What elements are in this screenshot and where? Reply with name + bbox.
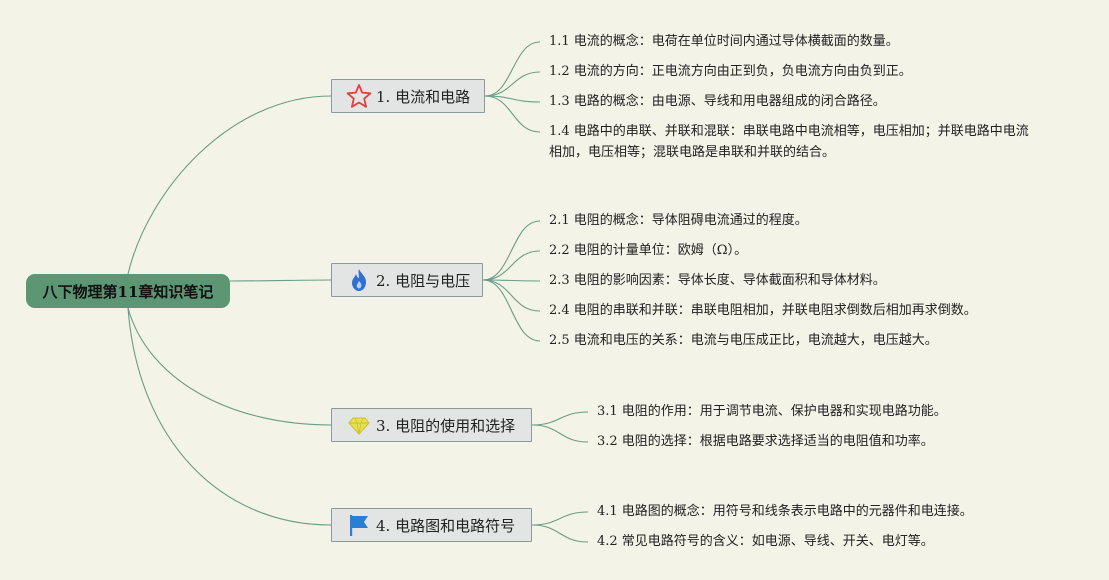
- link-branch-2-leaf-4: [482, 279, 541, 312]
- leaf-2-2[interactable]: 2.2 电阻的计量单位：欧姆（Ω）。: [549, 243, 748, 258]
- root-topic-label: 八下物理第11章知识笔记: [42, 282, 214, 301]
- branch-label: 1. 电流和电路: [376, 87, 471, 106]
- link-branch-3-leaf-1: [531, 411, 589, 426]
- leaf-1-3[interactable]: 1.3 电路的概念：由电源、导线和用电器组成的闭合路径。: [549, 94, 886, 109]
- branch-label: 2. 电阻与电压: [376, 271, 471, 290]
- link-branch-4-leaf-1: [531, 511, 589, 526]
- link-branch-1-leaf-2: [484, 71, 541, 97]
- link-root-branch-1: [127, 95, 332, 275]
- branch-label: 3. 电阻的使用和选择: [376, 416, 516, 435]
- leaf-1-1[interactable]: 1.1 电流的概念：电荷在单位时间内通过导体横截面的数量。: [549, 34, 899, 49]
- branch-resistance-and-voltage[interactable]: 2. 电阻与电压: [331, 263, 483, 297]
- leaf-4-2[interactable]: 4.2 常见电路符号的含义：如电源、导线、开关、电灯等。: [597, 534, 934, 549]
- leaf-2-3[interactable]: 2.3 电阻的影响因素：导体长度、导体截面积和导体材料。: [549, 273, 886, 288]
- leaf-1-4[interactable]: 1.4 电路中的串联、并联和混联：串联电路中电流相等，电压相加；并联电路中电流相…: [549, 124, 1029, 160]
- branch-circuit-diagram-and-symbols[interactable]: 4. 电路图和电路符号: [331, 508, 532, 542]
- leaf-2-5[interactable]: 2.5 电流和电压的关系：电流与电压成正比，电流越大，电压越大。: [549, 333, 938, 348]
- leaf-2-1[interactable]: 2.1 电阻的概念：导体阻碍电流通过的程度。: [549, 213, 808, 228]
- star-icon: [346, 83, 372, 109]
- leaf-1-2[interactable]: 1.2 电流的方向：正电流方向由正到负，负电流方向由负到正。: [549, 64, 912, 79]
- branch-label: 4. 电路图和电路符号: [376, 516, 516, 535]
- link-branch-1-leaf-1: [484, 41, 541, 97]
- leaf-2-4[interactable]: 2.4 电阻的串联和并联：串联电阻相加，并联电阻求倒数后相加再求倒数。: [549, 303, 977, 318]
- link-root-branch-3: [127, 307, 332, 426]
- link-branch-1-leaf-4: [484, 95, 541, 133]
- flag-icon: [346, 512, 372, 538]
- leaf-3-1[interactable]: 3.1 电阻的作用：用于调节电流、保护电器和实现电路功能。: [597, 404, 947, 419]
- link-root-branch-2: [229, 279, 332, 282]
- link-branch-2-leaf-2: [482, 250, 541, 281]
- root-topic[interactable]: 八下物理第11章知识笔记: [26, 274, 230, 308]
- link-branch-2-leaf-1: [482, 220, 541, 281]
- link-branch-4-leaf-2: [531, 524, 589, 543]
- gem-icon: [346, 412, 372, 438]
- flame-icon: [346, 267, 372, 293]
- branch-current-and-circuit[interactable]: 1. 电流和电路: [331, 79, 485, 113]
- link-branch-3-leaf-2: [531, 424, 589, 443]
- link-root-branch-4: [127, 307, 332, 526]
- leaf-4-1[interactable]: 4.1 电路图的概念：用符号和线条表示电路中的元器件和电连接。: [597, 504, 973, 519]
- branch-resistor-use-and-selection[interactable]: 3. 电阻的使用和选择: [331, 408, 532, 442]
- leaf-3-2[interactable]: 3.2 电阻的选择：根据电路要求选择适当的电阻值和功率。: [597, 434, 934, 449]
- link-branch-2-leaf-5: [482, 279, 541, 342]
